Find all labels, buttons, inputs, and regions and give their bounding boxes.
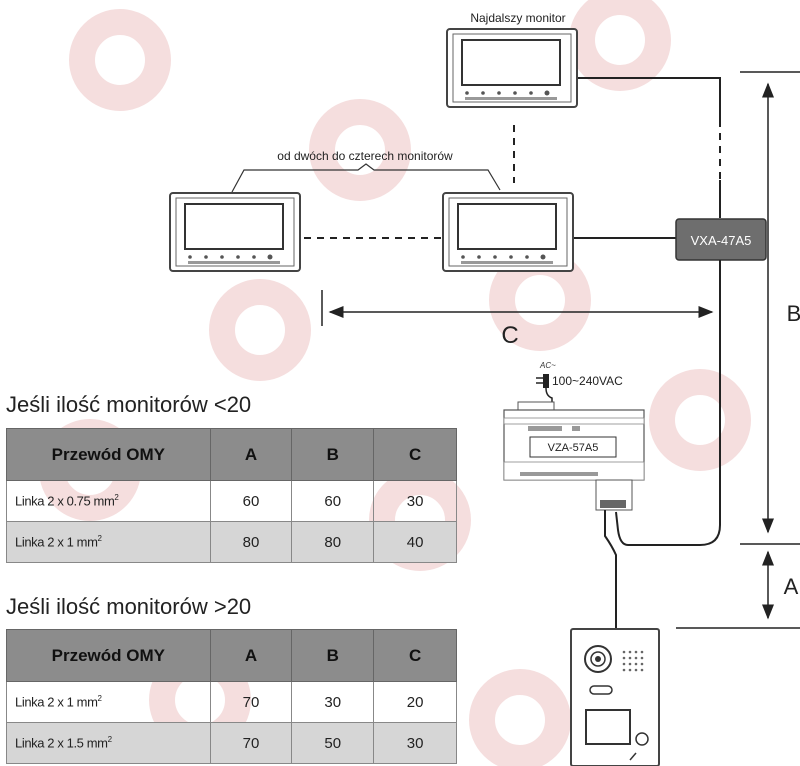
dim-a-label: A [784,574,799,599]
table-header-row: Przewód OMY A B C [6,428,457,481]
cable-cell: Linka 2 x 1.5 mm2 [6,722,211,764]
header-a: A [209,428,293,481]
value-c: 30 [373,722,457,764]
power-supply-unit [503,401,645,511]
farthest-monitor-label: Najdalszy monitor [470,11,565,25]
cable-sup: 2 [114,493,119,503]
cable-text: Linka 2 x 1 mm [15,694,98,710]
value-c: 40 [373,521,457,563]
voltage-label: 100~240VAC [552,374,623,388]
farthest-monitor [446,28,578,108]
plug-icon [536,374,553,404]
door-station [570,628,660,766]
value-a: 70 [209,681,293,723]
cable-sup: 2 [97,694,102,704]
cable-table-over-20: Przewód OMY A B C Linka 2 x 1 mm2 70 30 … [6,629,457,764]
cable-cell: Linka 2 x 1 mm2 [6,521,211,563]
cable-cell: Linka 2 x 1 mm2 [6,681,211,723]
wire-psu-to-doorpanel [604,510,617,628]
table-header-row: Przewód OMY A B C [6,629,457,682]
monitors-brace [231,163,501,193]
cable-sup: 2 [97,534,102,544]
wire-distributor-to-psu [615,260,721,546]
table-row: Linka 2 x 0.75 mm2 60 60 30 [6,480,457,522]
cable-text: Linka 2 x 1.5 mm [15,735,108,751]
monitor-right [442,192,574,272]
header-c: C [373,629,457,682]
distributor-label: VXA-47A5 [691,233,752,248]
header-a: A [209,629,293,682]
cable-table-under-20: Przewód OMY A B C Linka 2 x 0.75 mm2 60 … [6,428,457,563]
cable-cell: Linka 2 x 0.75 mm2 [6,480,211,522]
value-c: 20 [373,681,457,723]
value-b: 80 [291,521,375,563]
value-a: 60 [209,480,293,522]
table-row: Linka 2 x 1 mm2 70 30 20 [6,681,457,723]
monitor-left [169,192,301,272]
value-c: 30 [373,480,457,522]
cable-sup: 2 [107,735,112,745]
header-c: C [373,428,457,481]
header-cable: Przewód OMY [6,629,211,682]
value-a: 70 [209,722,293,764]
value-b: 50 [291,722,375,764]
ac-symbol-label: AC~ [539,361,556,370]
table-row: Linka 2 x 1 mm2 80 80 40 [6,521,457,563]
header-b: B [291,428,375,481]
cable-text: Linka 2 x 0.75 mm [15,493,115,509]
value-b: 60 [291,480,375,522]
header-b: B [291,629,375,682]
monitors-range-label: od dwóch do czterech monitorów [277,149,453,163]
table1-title: Jeśli ilość monitorów <20 [6,392,252,417]
table-row: Linka 2 x 1.5 mm2 70 50 30 [6,722,457,764]
dim-c-label: C [501,322,518,349]
wire-top-monitor [578,77,721,120]
table2-title: Jeśli ilość monitorów >20 [6,594,252,619]
value-b: 30 [291,681,375,723]
power-supply-label: VZA-57A5 [548,442,599,454]
value-a: 80 [209,521,293,563]
cable-text: Linka 2 x 1 mm [15,534,98,550]
header-cable: Przewód OMY [6,428,211,481]
dim-b-label: B [787,301,800,326]
